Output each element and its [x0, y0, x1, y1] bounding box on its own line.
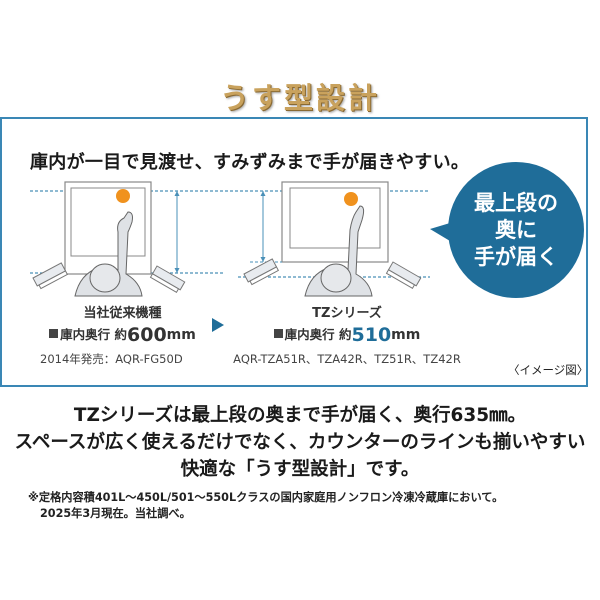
page-title: うす型設計: [219, 81, 380, 115]
square-bullet-icon: [273, 329, 283, 338]
tz-model-depth: 庫内奥行 約510mm: [232, 324, 462, 346]
old-model-name: 当社従来機種: [83, 306, 162, 321]
tz-model-caption: TZシリーズ 庫内奥行 約510mm AQR-TZA51R、TZA42R、TZ5…: [232, 302, 462, 367]
speech-bubble: 最上段の 奥に 手が届く: [448, 162, 584, 298]
description-text: TZシリーズは最上段の奥まで手が届く、奥行635㎜。 スペースが広く使えるだけで…: [0, 402, 600, 483]
tz-depth-value: 510: [351, 324, 392, 346]
panel-headline: 庫内が一目で見渡せ、すみずみまで手が届きやすい。: [30, 152, 470, 173]
description-line-2: スペースが広く使えるだけでなく、カウンターのラインも揃いやすい: [14, 432, 586, 453]
footnote-line-1: ※定格内容積401L～450L/501～550Lクラスの国内家庭用ノンフロン冷凍…: [28, 491, 504, 504]
old-model-number: 2014年発売：AQR-FG50D: [40, 352, 183, 366]
description-line-1: TZシリーズは最上段の奥まで手が届く、奥行635㎜。: [73, 405, 527, 426]
right-triangle-icon: [212, 318, 224, 332]
square-bullet-icon: [49, 329, 59, 338]
old-fridge-icon: [32, 181, 186, 297]
bubble-line-3: 手が届く: [474, 244, 558, 269]
old-model-caption: 当社従来機種 庫内奥行 約600mm 2014年発売：AQR-FG50D: [40, 302, 205, 367]
footnote: ※定格内容積401L～450L/501～550Lクラスの国内家庭用ノンフロン冷凍…: [28, 490, 503, 522]
old-model-depth: 庫内奥行 約600mm: [40, 324, 205, 346]
tz-series-name: TZシリーズ: [312, 306, 382, 321]
footnote-line-2: 2025年3月現在。当社調べ。: [40, 507, 191, 520]
image-note: 〈イメージ図〉: [508, 363, 589, 377]
bubble-line-1: 最上段の: [474, 190, 558, 215]
tz-model-numbers: AQR-TZA51R、TZA42R、TZ51R、TZ42R: [233, 352, 461, 366]
bubble-line-2: 奥に: [495, 217, 537, 242]
tz-fridge-icon: [243, 181, 422, 297]
old-depth-value: 600: [127, 324, 167, 346]
fridge-comparison-illustration: [30, 181, 430, 297]
description-line-3: 快適な「うす型設計」です。: [180, 459, 420, 480]
